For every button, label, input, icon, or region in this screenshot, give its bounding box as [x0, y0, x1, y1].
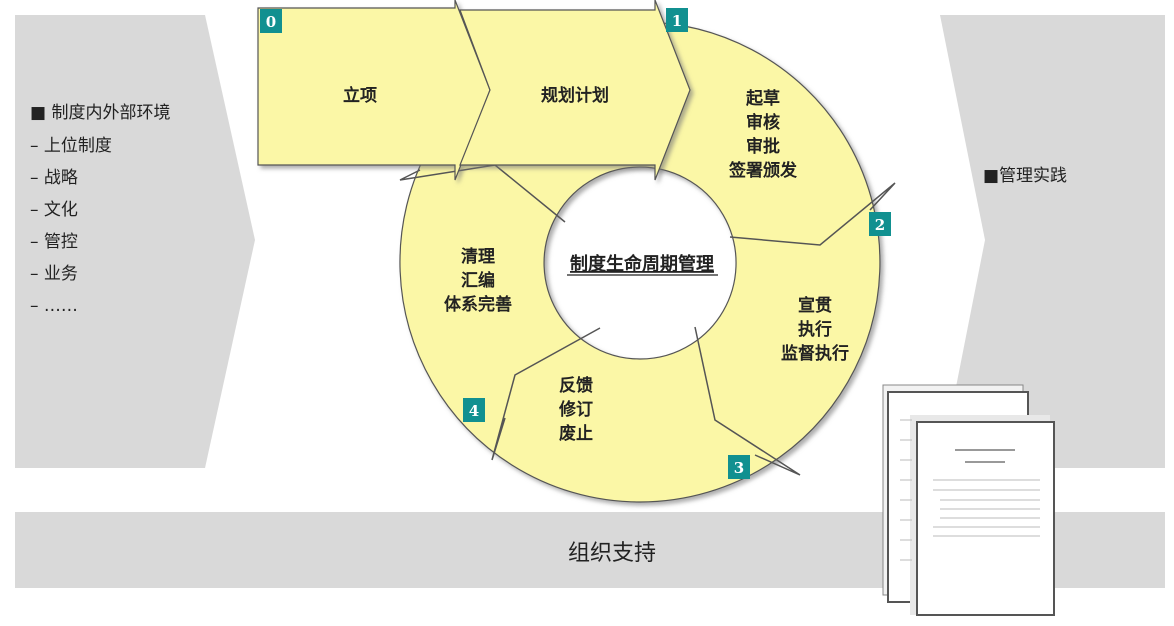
- left-panel-item: – 文化: [30, 200, 78, 220]
- stage-badge-3: 3: [728, 455, 750, 479]
- svg-text:汇编: 汇编: [461, 270, 495, 291]
- left-panel-item: – 战略: [30, 168, 78, 188]
- left-panel-heading: ■ 制度内外部环境: [30, 103, 170, 123]
- svg-text:3: 3: [734, 459, 744, 477]
- svg-text:起草: 起草: [745, 88, 780, 109]
- stage-2-label: 起草 审核 审批 签署颁发: [728, 88, 798, 181]
- stage-badge-0: 0: [260, 9, 282, 33]
- stage-badge-4: 4: [463, 398, 485, 422]
- left-panel-item: – 上位制度: [30, 136, 112, 156]
- svg-text:宣贯: 宣贯: [798, 295, 832, 316]
- svg-text:废止: 废止: [559, 423, 593, 444]
- svg-text:签署颁发: 签署颁发: [728, 160, 798, 181]
- document-thumbnails-icon: [882, 384, 1055, 616]
- svg-text:审核: 审核: [746, 112, 780, 133]
- ring-divider-3-4: [694, 326, 801, 476]
- stage-badge-1: 1: [666, 8, 688, 32]
- svg-text:审批: 审批: [746, 136, 780, 157]
- center-title: 制度生命周期管理: [570, 253, 714, 275]
- ring-divider-5-0: [399, 164, 566, 223]
- svg-text:执行: 执行: [798, 319, 832, 340]
- stage-badge-2: 2: [869, 212, 891, 236]
- right-panel-heading: ■管理实践: [983, 166, 1067, 186]
- svg-text:反馈: 反馈: [559, 375, 593, 396]
- svg-text:监督执行: 监督执行: [781, 343, 849, 364]
- ring-divider-4-5: [491, 327, 601, 461]
- svg-text:2: 2: [875, 216, 885, 234]
- svg-text:修订: 修订: [558, 399, 593, 420]
- left-panel-item: – 管控: [30, 232, 78, 252]
- stage-5-label: 清理 汇编 体系完善: [444, 246, 512, 315]
- svg-text:0: 0: [266, 13, 276, 31]
- stage-1-label: 规划计划: [541, 85, 609, 106]
- left-panel-item: – 业务: [30, 264, 78, 284]
- organization-support-label: 组织支持: [568, 541, 656, 566]
- left-panel-item: – ……: [30, 296, 78, 316]
- stage-3-label: 宣贯 执行 监督执行: [781, 295, 849, 364]
- stage-1-arrow: [459, 0, 691, 181]
- svg-text:4: 4: [469, 402, 479, 420]
- svg-text:1: 1: [672, 12, 682, 30]
- left-environment-panel: [15, 15, 255, 468]
- right-practice-panel: [940, 15, 1165, 468]
- stage-0-label: 立项: [343, 85, 377, 106]
- stage-4-label: 反馈 修订 废止: [558, 375, 593, 444]
- svg-text:清理: 清理: [461, 246, 495, 267]
- svg-text:体系完善: 体系完善: [444, 294, 512, 315]
- ring-divider-2-3: [729, 182, 896, 246]
